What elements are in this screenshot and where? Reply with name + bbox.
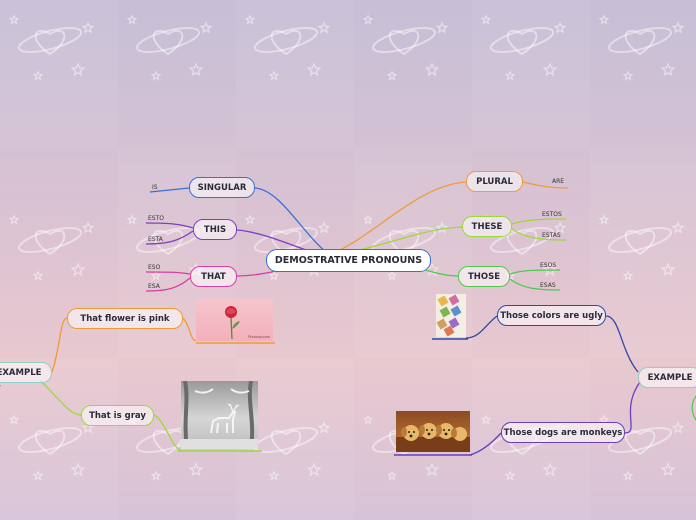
connector-line-0 <box>254 187 327 253</box>
example-those-colors-are-ugly[interactable]: Those colors are ugly <box>497 305 606 326</box>
connector-line-16 <box>51 317 68 373</box>
example-that-flower-is-pink[interactable]: That flower is pink <box>67 308 183 329</box>
leaf-esa: ESA <box>148 283 160 290</box>
topic-plural[interactable]: PLURAL <box>466 171 523 192</box>
topic-example-right[interactable]: EXAMPLE <box>638 367 696 388</box>
leaf-estos: ESTOS <box>542 211 562 218</box>
topic-this[interactable]: THIS <box>193 219 237 240</box>
connector-line-13 <box>511 228 567 241</box>
pink-rose-image: Pixabay.com <box>196 299 273 341</box>
connector-line-6 <box>149 187 190 193</box>
leaf-estas: ESTAS <box>542 232 561 239</box>
connector-line-18 <box>182 317 197 342</box>
leaf-esto: ESTO <box>148 215 164 222</box>
connector-line-15 <box>509 278 561 291</box>
connector-line-8 <box>145 230 194 245</box>
connector-line-12 <box>511 218 567 225</box>
connector-line-21 <box>605 315 639 373</box>
image-watermark: Pixabay.com <box>248 335 270 339</box>
connector-line-25 <box>691 395 696 421</box>
connector-line-22 <box>624 381 641 434</box>
example-that-is-gray[interactable]: That is gray <box>81 405 154 426</box>
topic-singular[interactable]: SINGULAR <box>189 177 255 198</box>
connector-line-17 <box>39 379 82 416</box>
leaf-esas: ESAS <box>540 282 556 289</box>
topic-these[interactable]: THESE <box>462 216 512 237</box>
leaf-are: ARE <box>552 178 565 185</box>
connector-line-7 <box>145 222 194 229</box>
gray-deer-image <box>181 381 258 449</box>
connector-line-11 <box>522 181 569 189</box>
connector-line-24 <box>469 432 502 456</box>
connector-line-3 <box>339 181 467 251</box>
connector-line-23 <box>465 315 498 339</box>
central-topic[interactable]: DEMOSTRATIVE PRONOUNS <box>266 249 431 272</box>
connector-line-10 <box>145 277 191 292</box>
leaf-is: IS <box>152 184 158 191</box>
topic-that[interactable]: THAT <box>190 266 237 287</box>
connector-line-14 <box>509 269 561 275</box>
topic-example-left[interactable]: EXAMPLE <box>0 362 52 383</box>
puppies-image <box>396 411 470 452</box>
leaf-eso: ESO <box>148 264 161 271</box>
colorful-tiles-image <box>436 294 466 337</box>
connector-line-9 <box>145 271 191 275</box>
connector-line-4 <box>359 226 463 251</box>
leaf-esta: ESTA <box>148 236 163 243</box>
leaf-esos: ESOS <box>540 262 557 269</box>
connector-line-19 <box>153 414 182 451</box>
topic-those[interactable]: THOSE <box>458 266 510 287</box>
example-those-dogs-are-monkeys[interactable]: Those dogs are monkeys <box>501 422 625 443</box>
